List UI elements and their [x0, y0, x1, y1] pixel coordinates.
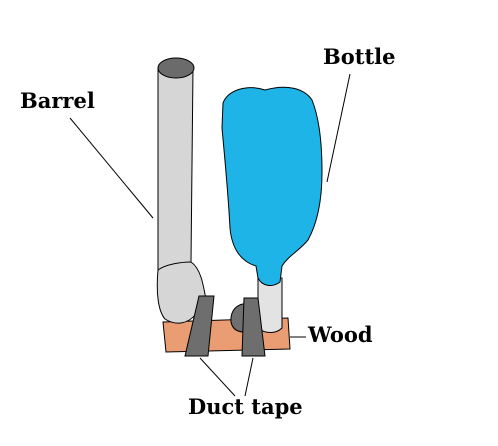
bottle-label: Bottle [323, 44, 396, 69]
bottle-leader-line [326, 73, 351, 183]
wood-label: Wood [307, 322, 373, 347]
duct-tape-leader-line-right [244, 357, 254, 397]
duct-tape-right [241, 297, 266, 357]
barrel-joint [157, 261, 192, 271]
duct-tape-leader-line-left [199, 357, 236, 397]
bottle-body [221, 86, 323, 286]
barrel-leader-line [69, 117, 154, 219]
barrel-opening [157, 57, 195, 79]
duct-tape-left [184, 295, 215, 357]
duct-tape-label: Duct tape [188, 394, 303, 419]
barrel-label: Barrel [20, 88, 95, 113]
barrel-tube [156, 67, 207, 324]
